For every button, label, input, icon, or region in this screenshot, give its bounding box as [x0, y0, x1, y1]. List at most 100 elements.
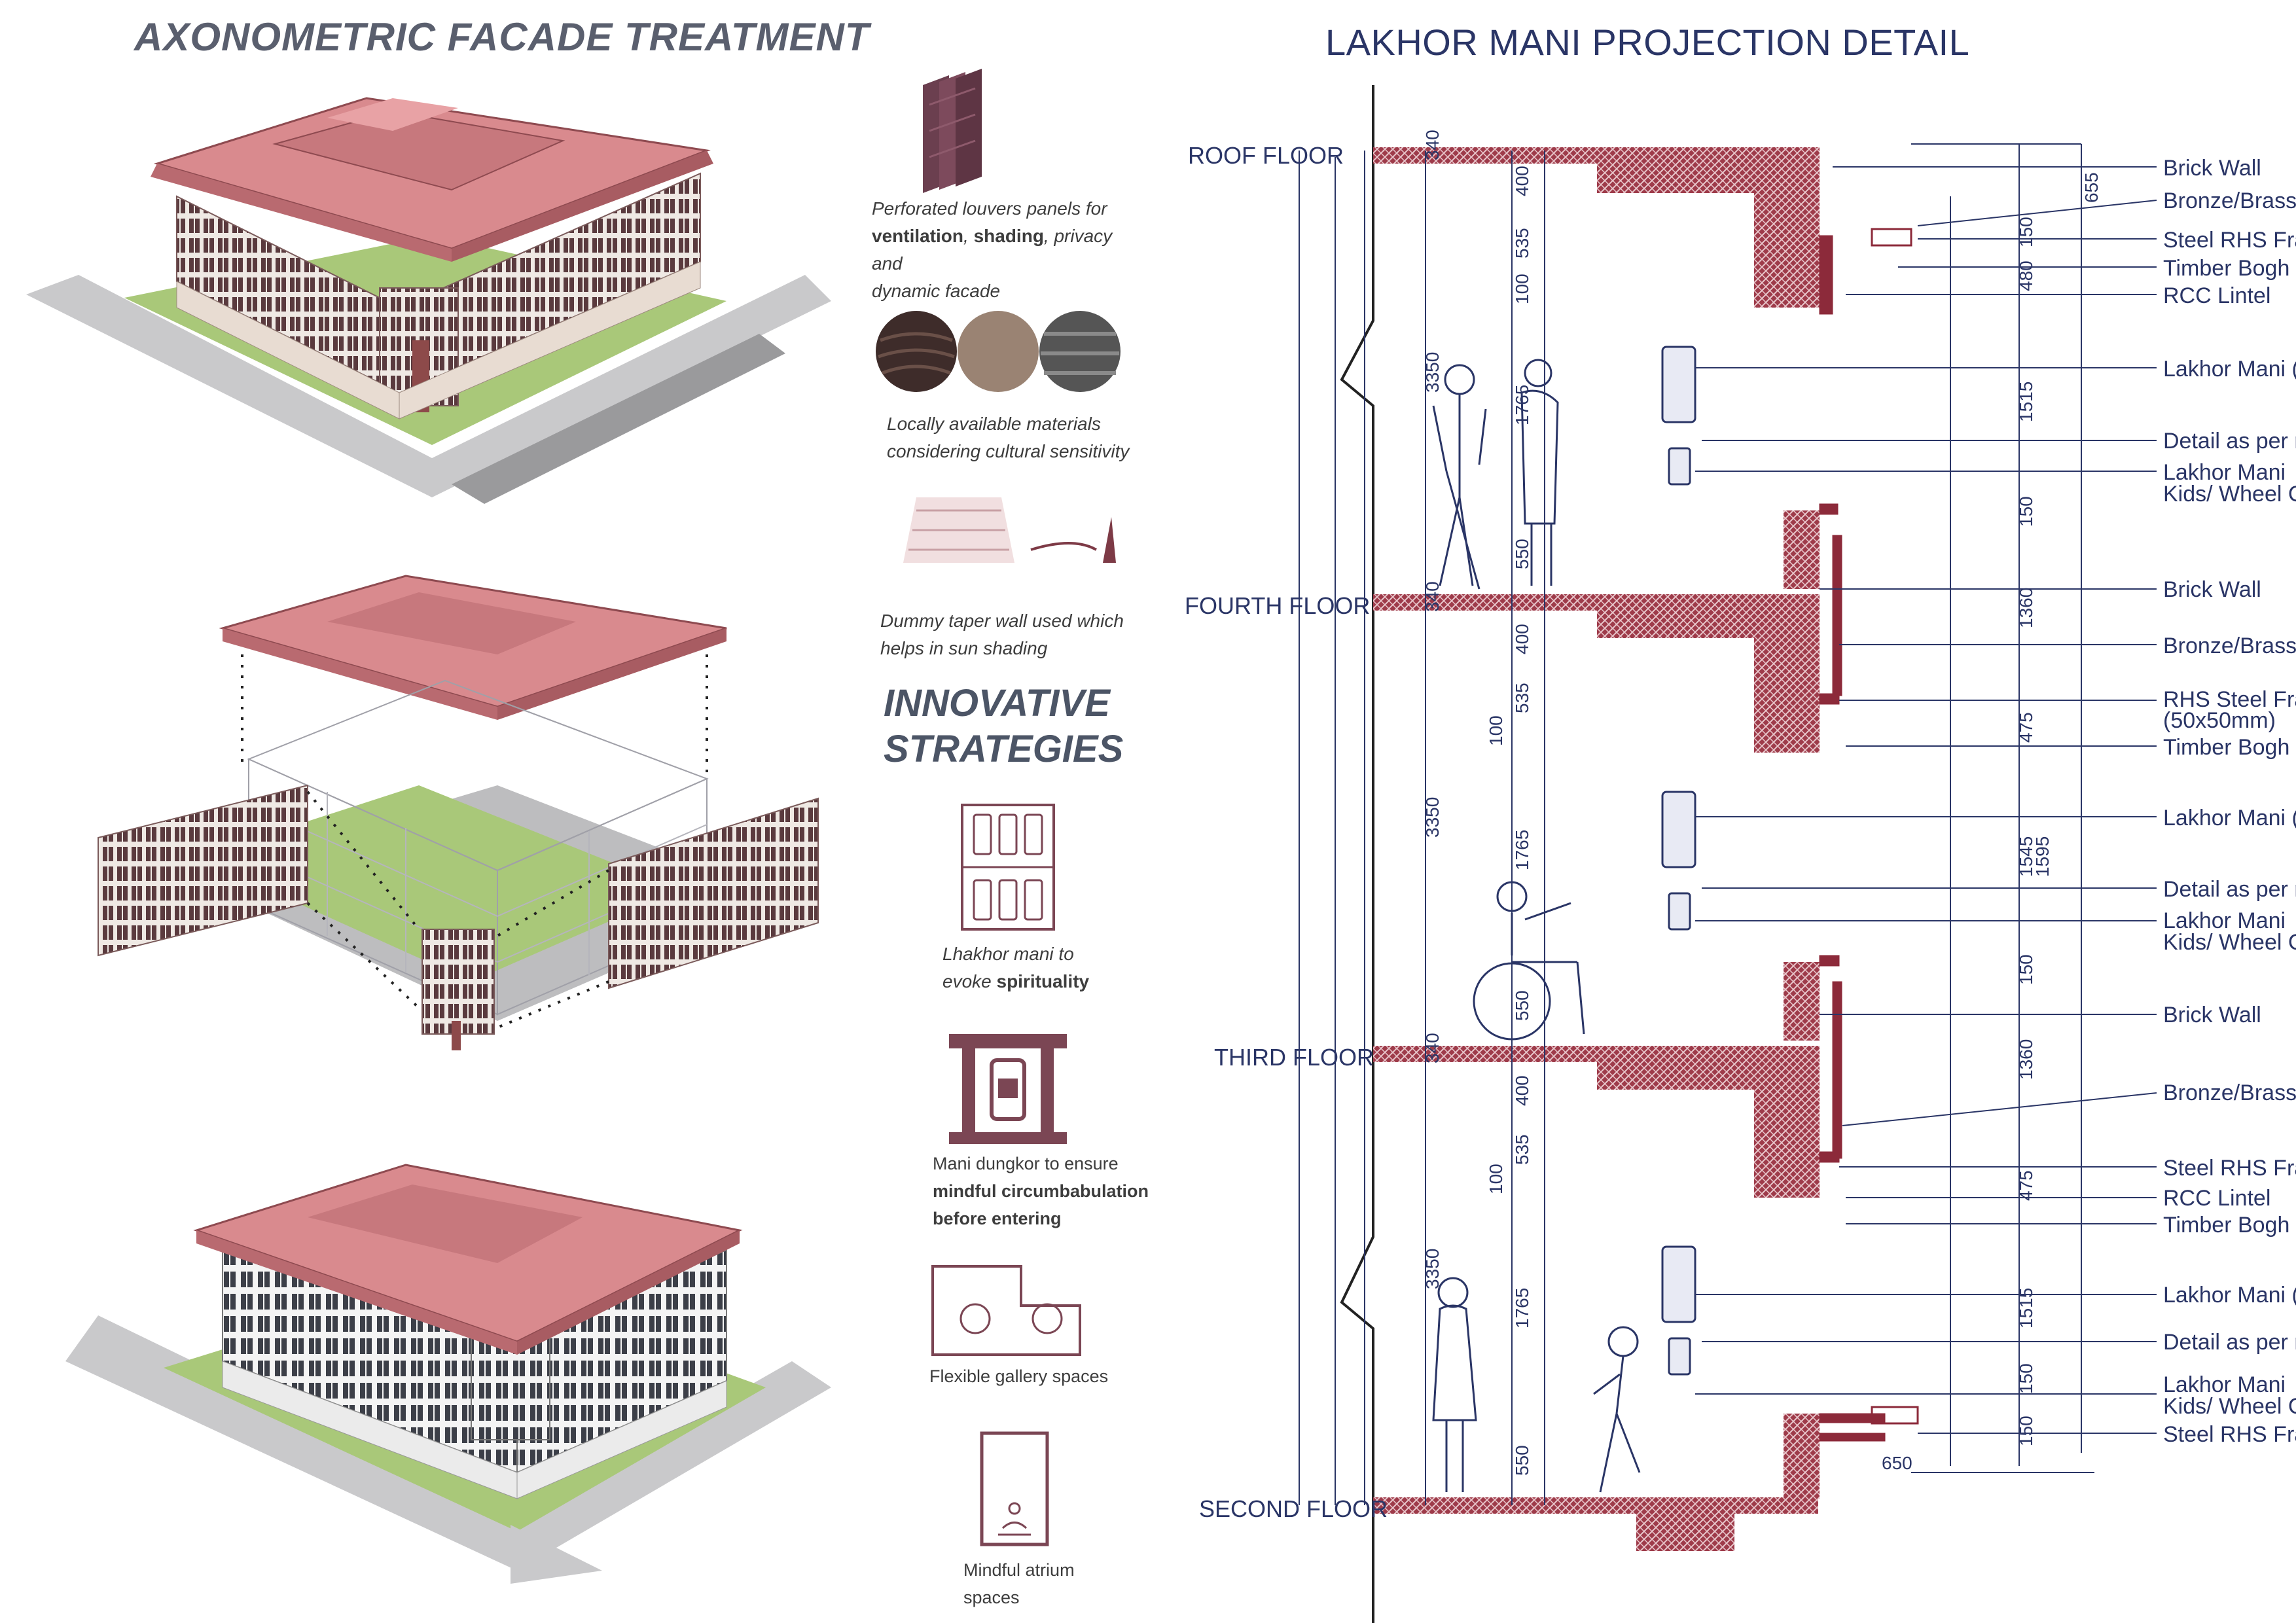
louvers-caption-line1: Perforated louvers panels for [872, 198, 1107, 219]
dim-650: 650 [1882, 1453, 1912, 1473]
atrium-icon [980, 1431, 1049, 1546]
dim-535-b: 535 [1512, 683, 1532, 713]
dim-550-c: 550 [1512, 1445, 1532, 1476]
dungkor-caption-line1: Mani dungkor to ensure [933, 1154, 1119, 1173]
louvers-caption-mid: , privacy and [872, 226, 1113, 274]
dim-150-d: 150 [2016, 1363, 2036, 1394]
dim-100-a: 100 [1512, 274, 1532, 304]
louvers-caption-sep: , [963, 226, 969, 246]
label-mani-kids-3: Lakhor Mani [2163, 1372, 2286, 1397]
label-cladding-3: Bronze/Brass Cladding [2163, 1080, 2296, 1105]
dim-1765-c: 1765 [1512, 1288, 1532, 1329]
axonometric-drawings [26, 97, 831, 1584]
dim-340-a: 340 [1422, 130, 1443, 160]
louvers-caption: Perforated louvers panels for ventilatio… [872, 195, 1147, 305]
label-steel-frame-2: RHS Steel Frame [2163, 687, 2296, 712]
label-cladding-2: Bronze/Brass Cladding [2163, 633, 2296, 658]
dim-550-a: 550 [1512, 539, 1532, 569]
dim-480: 480 [2016, 260, 2036, 291]
atrium-caption: Mindful atrium spaces [963, 1556, 1075, 1611]
label-mani-kids-1: Lakhor Mani [2163, 460, 2286, 485]
prayer-wheels [1661, 346, 1696, 1376]
label-steel-frame-4: Steel RHS Frame [2163, 1422, 2296, 1447]
label-timber-3: Timber Bogh and Dhung [2163, 1213, 2296, 1238]
label-rcc-lintel-1: RCC Lintel [2163, 283, 2270, 308]
label-wheelchair-1: Kids/ Wheel Chair [2163, 482, 2296, 507]
materials-caption-line1: Locally available materials [887, 414, 1101, 434]
louver-panels-icon [923, 69, 982, 193]
dim-3350-mid: 3350 [1422, 797, 1443, 838]
label-steel-frame-2-size: (50x50mm) [2163, 708, 2276, 733]
atrium-caption-line2: spaces [963, 1588, 1020, 1607]
material-swatches-icon [876, 311, 1121, 392]
floor-label-second: SECOND FLOOR [1199, 1495, 1388, 1522]
label-detail-3: Detail as per religious specifications [2163, 1330, 2296, 1355]
dim-1360-a: 1360 [2016, 588, 2036, 628]
label-mani-adult-3: Lakhor Mani (Adult) [2163, 1283, 2296, 1308]
dim-400-a: 400 [1512, 166, 1532, 196]
dim-150-b: 150 [2016, 496, 2036, 527]
dim-340-c: 340 [1422, 1033, 1443, 1063]
label-mani-kids-2: Lakhor Mani [2163, 908, 2286, 933]
floor-slabs [1373, 147, 1820, 1551]
taper-wall-icon [903, 497, 1116, 563]
label-brick-wall-2: Brick Wall [2163, 577, 2261, 602]
floor-label-fourth: FOURTH FLOOR [1185, 592, 1370, 619]
dim-1545: 1545 [2016, 836, 2036, 877]
heading-line2: STRATEGIES [884, 728, 1124, 770]
leader-lines [1695, 166, 2157, 1434]
label-cladding-1: Bronze/Brass Cladding [2163, 188, 2296, 213]
dim-400-c: 400 [1512, 1075, 1532, 1106]
label-brick-wall-1: Brick Wall [2163, 156, 2261, 181]
label-timber-1: Timber Bogh and Dhung [2163, 256, 2296, 281]
floor-label-third: THIRD FLOOR [1214, 1044, 1374, 1071]
materials-caption-line2: considering cultural sensitivity [887, 441, 1130, 461]
dim-1595: 1595 [2032, 836, 2053, 877]
label-detail-2: Detail as per religious specifications [2163, 877, 2296, 902]
louvers-caption-bold1: ventilation [872, 226, 964, 246]
innovative-strategies-heading: INNOVATIVE STRATEGIES [884, 681, 1123, 772]
label-rcc-lintel-3: RCC Lintel [2163, 1186, 2270, 1211]
axon-drawing-top [26, 97, 831, 504]
label-detail-1: Detail as per religious specifications [2163, 429, 2296, 454]
label-steel-frame-1: Steel RHS Frame [2163, 228, 2296, 253]
label-steel-frame-3: Steel RHS Frame [2163, 1156, 2296, 1181]
mani-dungkor-icon [949, 1034, 1067, 1144]
dim-475-b: 475 [2016, 1170, 2036, 1201]
dungkor-caption: Mani dungkor to ensure mindful circumbab… [933, 1150, 1149, 1232]
atrium-caption-line1: Mindful atrium [963, 1560, 1075, 1580]
label-mani-adult-2: Lakhor Mani (Adult) [2163, 806, 2296, 830]
dim-150-c: 150 [2016, 954, 2036, 985]
lhakhor-caption-line1: Lhakhor mani to [942, 944, 1074, 964]
gallery-caption-line1: Flexible gallery spaces [929, 1366, 1109, 1386]
lhakhor-caption-bold: spirituality [996, 971, 1090, 991]
strategy-icons [876, 69, 1121, 1546]
dim-475-a: 475 [2016, 712, 2036, 743]
human-figures [1432, 359, 1641, 1493]
louvers-caption-bold2: shading [973, 226, 1044, 246]
dim-1765-b: 1765 [1512, 830, 1532, 870]
taper-caption-line2: helps in sun shading [880, 638, 1048, 658]
dim-150-a: 150 [2016, 217, 2036, 247]
left-title: AXONOMETRIC FACADE TREATMENT [134, 15, 870, 59]
dungkor-caption-line2: mindful circumbabulation [933, 1181, 1149, 1201]
label-wheelchair-3: Kids/ Wheel Chair [2163, 1394, 2296, 1419]
materials-caption: Locally available materials considering … [887, 410, 1129, 465]
section-detail: ROOF FLOOR FOURTH FLOOR THIRD FLOOR SECO… [1185, 85, 2296, 1623]
dim-1360-b: 1360 [2016, 1039, 2036, 1080]
label-brick-wall-3: Brick Wall [2163, 1003, 2261, 1027]
label-timber-2: Timber Bogh and Dhung [2163, 735, 2296, 760]
dimension-values: 3350 3350 3350 340 340 340 400 400 400 4… [1422, 130, 2102, 1476]
dim-3350-bottom: 3350 [1422, 1249, 1443, 1289]
louvers-caption-line3: dynamic facade [872, 281, 1001, 301]
taper-caption: Dummy taper wall used which helps in sun… [880, 607, 1124, 662]
dim-400-b: 400 [1512, 624, 1532, 654]
gallery-spaces-icon [931, 1265, 1081, 1356]
floor-label-roof: ROOF FLOOR [1188, 142, 1344, 169]
lhakhor-caption-pre: evoke [942, 971, 997, 991]
dim-1765-a: 1765 [1512, 385, 1532, 425]
break-line-upper [1340, 85, 1374, 762]
taper-caption-line1: Dummy taper wall used which [880, 611, 1124, 631]
dim-150-e: 150 [2016, 1416, 2036, 1446]
dim-340-b: 340 [1422, 581, 1443, 612]
